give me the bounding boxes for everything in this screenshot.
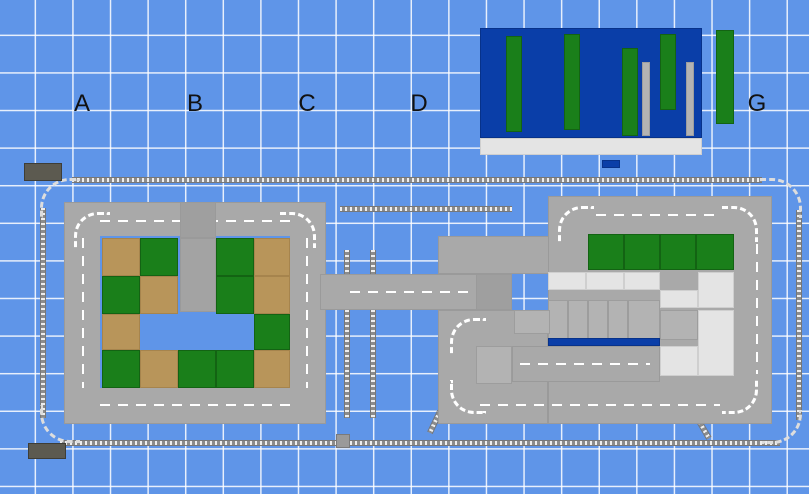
grass-tile[interactable]	[102, 276, 140, 314]
sand-tile[interactable]	[102, 238, 140, 276]
road-segment[interactable]	[438, 236, 550, 274]
road-curve	[450, 380, 486, 414]
rail-track-top[interactable]	[72, 177, 762, 183]
sidewalk-tile[interactable]	[660, 290, 698, 308]
grass-tile[interactable]	[660, 234, 696, 270]
column-label-c: C	[298, 90, 316, 117]
building-tile[interactable]	[588, 300, 608, 340]
road-curve	[722, 206, 758, 242]
sand-tile[interactable]	[102, 314, 140, 350]
building-tile[interactable]	[548, 300, 568, 340]
grass-tile[interactable]	[696, 234, 734, 270]
rail-track-vertical-1[interactable]	[344, 250, 350, 418]
grass-tile[interactable]	[216, 238, 254, 276]
grass-tile[interactable]	[140, 238, 178, 276]
road-marking	[596, 214, 716, 216]
tree-column	[660, 34, 676, 110]
rail-signal[interactable]	[336, 434, 350, 448]
grass-tile[interactable]	[216, 276, 254, 314]
road-marking	[82, 238, 84, 388]
tree-column	[622, 48, 638, 136]
sand-tile[interactable]	[254, 350, 290, 388]
pillar	[642, 62, 650, 136]
building-tile[interactable]	[660, 310, 698, 340]
water-channel[interactable]	[548, 338, 660, 346]
sand-tile[interactable]	[140, 276, 178, 314]
tree-column-g[interactable]	[716, 30, 734, 124]
road-marking	[100, 404, 290, 406]
road-segment-center[interactable]	[180, 238, 216, 312]
road-intersection-right[interactable]	[476, 274, 512, 310]
sand-tile[interactable]	[254, 276, 290, 314]
sidewalk-tile[interactable]	[624, 272, 660, 290]
column-label-a: A	[73, 90, 90, 117]
road-marking	[520, 363, 650, 365]
road-curve	[280, 212, 316, 248]
building-tile[interactable]	[608, 300, 628, 340]
sidewalk-tile[interactable]	[660, 346, 698, 376]
column-label-d: D	[410, 90, 428, 117]
building-tile[interactable]	[476, 346, 512, 384]
grass-tile[interactable]	[254, 314, 290, 350]
rail-track-siding[interactable]	[340, 206, 512, 212]
tree-column	[564, 34, 580, 130]
road-marking	[756, 244, 758, 374]
buffer-stop-top[interactable]	[24, 163, 62, 181]
grass-tile[interactable]	[588, 234, 624, 270]
sand-tile[interactable]	[254, 238, 290, 276]
tree-column	[506, 36, 522, 132]
rail-curve-top-right	[760, 178, 802, 218]
column-label-b: B	[186, 90, 203, 117]
building-tile[interactable]	[628, 300, 660, 340]
road-marking	[350, 291, 470, 293]
building-tile[interactable]	[514, 310, 550, 334]
grass-tile[interactable]	[624, 234, 660, 270]
grass-tile[interactable]	[102, 350, 140, 388]
small-water-tile	[602, 160, 620, 168]
road-marking	[306, 238, 308, 388]
rail-track-bottom[interactable]	[60, 440, 780, 446]
rail-track-right[interactable]	[796, 210, 802, 420]
building-tile[interactable]	[568, 300, 588, 340]
rail-curve-bottom-left	[40, 405, 80, 443]
sidewalk-tile[interactable]	[698, 310, 734, 376]
rail-track-left[interactable]	[40, 208, 46, 418]
platform-strip	[480, 138, 702, 155]
sidewalk-tile[interactable]	[548, 272, 586, 290]
road-curve	[450, 318, 486, 354]
road-marking	[480, 404, 720, 406]
pillar	[686, 62, 694, 136]
road-intersection[interactable]	[180, 202, 216, 238]
grass-tile[interactable]	[178, 350, 216, 388]
water-block[interactable]	[480, 28, 702, 138]
road-curve	[74, 212, 110, 248]
sand-tile[interactable]	[140, 350, 178, 388]
road-curve	[722, 380, 758, 414]
sidewalk-tile[interactable]	[586, 272, 624, 290]
sidewalk-tile[interactable]	[698, 272, 734, 308]
column-label-g: G	[747, 90, 767, 117]
buffer-stop-bottom[interactable]	[28, 443, 66, 459]
grass-tile[interactable]	[216, 350, 254, 388]
rail-track-vertical-2[interactable]	[370, 250, 376, 418]
road-curve	[558, 206, 594, 242]
